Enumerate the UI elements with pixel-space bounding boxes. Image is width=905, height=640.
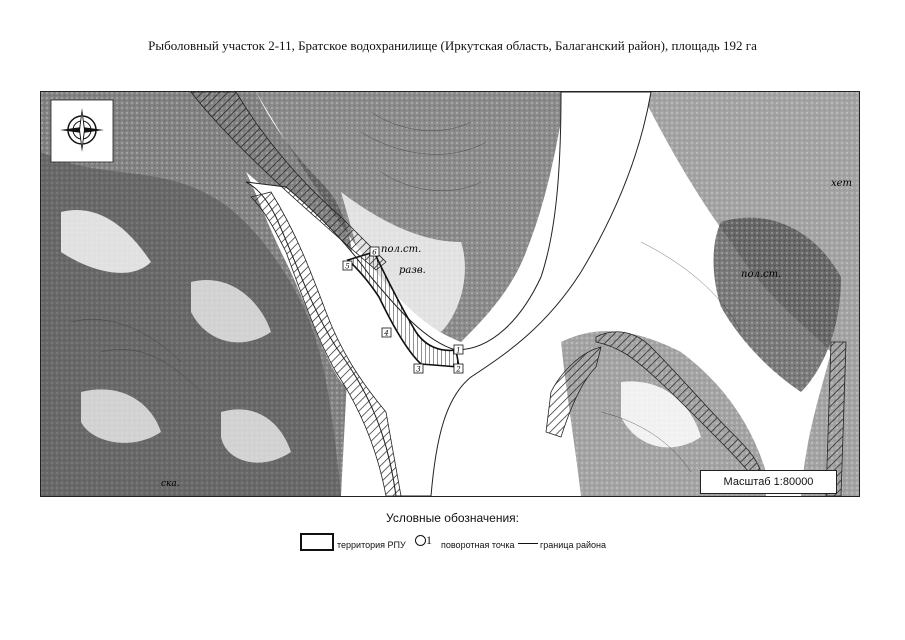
contour-lines <box>70 111 742 473</box>
turning-point-6[interactable]: 6 <box>369 246 380 257</box>
map-canvas: 5 6 4 3 2 1 пол.ст. <box>41 92 859 496</box>
svg-text:2: 2 <box>455 366 461 374</box>
label-pol-st-2: пол.ст. <box>741 269 781 280</box>
map-area[interactable]: 5 6 4 3 2 1 пол.ст. <box>40 91 860 497</box>
svg-text:1: 1 <box>456 347 460 355</box>
turning-points: 5 6 4 3 2 1 <box>342 246 464 374</box>
legend-turning-point-icon <box>415 535 426 546</box>
turning-point-3[interactable]: 3 <box>413 363 424 374</box>
svg-text:5: 5 <box>345 263 350 271</box>
label-het: хет <box>831 178 852 189</box>
legend-turning-point-label: поворотная точка <box>441 540 515 550</box>
legend-boundary-line <box>518 543 538 544</box>
legend-turning-point-number: 1 <box>426 533 432 547</box>
shore-hatch-island-left <box>545 346 602 438</box>
compass-rose-icon <box>50 99 114 163</box>
svg-text:4: 4 <box>383 330 388 338</box>
legend-territory-label: территория РПУ <box>337 540 406 550</box>
turning-point-2[interactable]: 2 <box>453 363 464 374</box>
svg-text:6: 6 <box>372 249 377 257</box>
legend-territory-swatch <box>300 533 334 551</box>
svg-text:3: 3 <box>416 366 421 374</box>
legend-boundary-label: граница района <box>540 540 606 550</box>
page-title: Рыболовный участок 2-11, Братское водохр… <box>148 38 757 53</box>
turning-point-1[interactable]: 1 <box>453 344 464 355</box>
turning-point-4[interactable]: 4 <box>381 327 392 338</box>
label-pol-st-1: пол.ст. <box>381 244 421 255</box>
terrain-right <box>561 92 859 496</box>
legend-title: Условные обозначения: <box>386 511 519 525</box>
terrain-top-middle <box>256 92 566 342</box>
turning-point-5[interactable]: 5 <box>342 260 353 271</box>
label-razv: разв. <box>399 265 426 276</box>
map-scale-label: Масштаб 1:80000 <box>700 470 837 494</box>
shore-hatch-left <box>250 191 402 496</box>
label-ska: ска. <box>161 479 180 489</box>
shore-hatch-right-edge <box>825 341 847 496</box>
